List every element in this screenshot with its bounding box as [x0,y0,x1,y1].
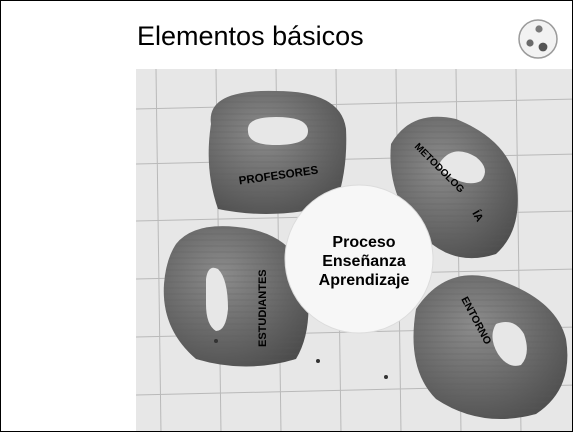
center-circle: Proceso Enseñanza Aprendizaje [284,184,434,334]
chair-entorno: ENTORNO [413,275,568,419]
chair-label-estudiantes: ESTUDIANTES [257,269,269,347]
three-dots-circle-icon [518,19,558,59]
center-text-proceso: Proceso [332,234,395,251]
floor-pins [214,339,388,379]
center-text-aprendizaje: Aprendizaje [319,272,410,289]
center-text-ensenanza: Enseñanza [322,253,406,270]
chairs-photo: PROFESORES METODOLOG ÍA ESTUDIANTES [136,69,572,431]
chair-profesores: PROFESORES [208,90,347,214]
slide-title: Elementos básicos [137,21,364,51]
chair-estudiantes: ESTUDIANTES [163,226,309,367]
